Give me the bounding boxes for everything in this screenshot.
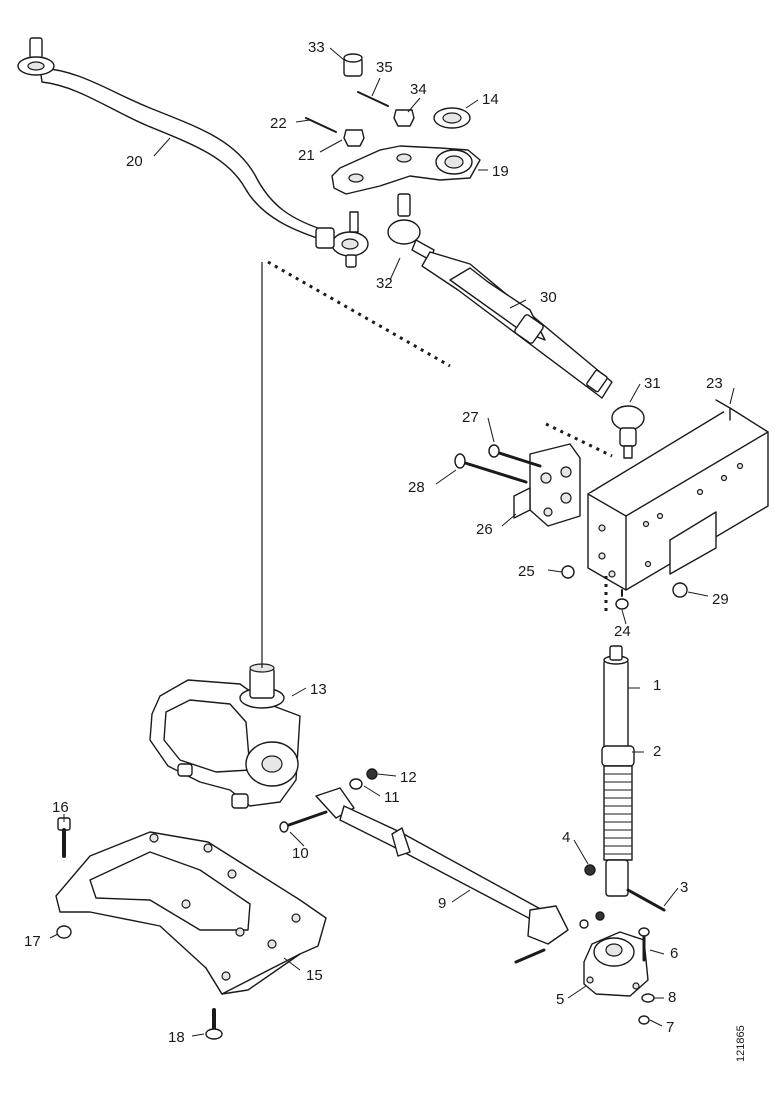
bolt-24 [615, 589, 629, 610]
castle-nut-34 [393, 109, 415, 127]
washer-17 [56, 925, 72, 939]
steering-arm-19 [331, 145, 481, 195]
callout-3: 3 [680, 879, 688, 896]
steering-column-1 [603, 645, 629, 751]
ball-joint-32 [387, 193, 435, 261]
steering-cylinder-30 [421, 251, 613, 399]
callout-20: 20 [126, 153, 143, 170]
bolt-28 [454, 453, 528, 484]
dashed-guide-drag-link [267, 260, 451, 368]
bolt-10 [279, 810, 328, 833]
steering-gear-13 [149, 663, 301, 809]
cotter-pin-35 [357, 91, 389, 107]
gear-support-15 [55, 831, 327, 995]
washer-11 [349, 778, 363, 790]
callout-14: 14 [482, 91, 499, 108]
callout-10: 10 [292, 845, 309, 862]
callout-28: 28 [408, 479, 425, 496]
leader-lines [49, 47, 735, 1037]
callout-12: 12 [400, 769, 417, 786]
callout-17: 17 [24, 933, 41, 950]
callout-7: 7 [666, 1019, 674, 1036]
callout-24: 24 [614, 623, 631, 640]
callout-21: 21 [298, 147, 315, 164]
callout-29: 29 [712, 591, 729, 608]
washer-8 [641, 993, 655, 1003]
callout-4: 4 [562, 829, 570, 846]
callout-1: 1 [653, 677, 661, 694]
callout-34: 34 [410, 81, 427, 98]
cap-33 [343, 53, 363, 77]
bolt-18 [205, 1008, 223, 1040]
callout-2: 2 [653, 743, 661, 760]
intermediate-shaft-9 [315, 787, 569, 945]
nut-25 [561, 565, 575, 579]
callout-18: 18 [168, 1029, 185, 1046]
callout-34-35-top: 35 [376, 59, 393, 76]
callout-8: 8 [668, 989, 676, 1006]
callout-32: 32 [376, 275, 393, 292]
callout-27: 27 [462, 409, 479, 426]
castle-nut-21 [343, 129, 365, 147]
bolt-16 [57, 817, 71, 858]
callout-15: 15 [306, 967, 323, 984]
callout-13: 13 [310, 681, 327, 698]
drag-link-20 [17, 37, 369, 268]
callout-25: 25 [518, 563, 535, 580]
seal-ring-14 [433, 107, 471, 129]
bolt-27 [488, 444, 542, 468]
small-nut-near-gearbox [514, 911, 605, 964]
nut-7 [638, 1015, 650, 1025]
callout-16: 16 [52, 799, 69, 816]
nut-12 [366, 768, 378, 780]
bolt-6 [638, 927, 650, 962]
universal-joint-4 [584, 859, 629, 897]
callout-6: 6 [670, 945, 678, 962]
callout-30: 30 [540, 289, 557, 306]
callout-23: 23 [706, 375, 723, 392]
callout-31: 31 [644, 375, 661, 392]
ball-joint-31 [611, 405, 645, 459]
callout-11: 11 [384, 789, 400, 806]
callout-19: 19 [492, 163, 509, 180]
nut-29 [672, 582, 688, 598]
bolt-3 [626, 888, 666, 912]
callout-33: 33 [308, 39, 325, 56]
mounting-bracket-26 [513, 443, 581, 527]
callout-5: 5 [556, 991, 564, 1008]
frame-bracket-23 [587, 399, 769, 591]
callout-26: 26 [476, 521, 493, 538]
callout-9: 9 [438, 895, 446, 912]
callout-22: 22 [270, 115, 287, 132]
image-reference-code: 121865 [735, 1025, 747, 1062]
bellows-2 [601, 745, 635, 861]
cotter-pin-22 [305, 117, 337, 133]
angle-gearbox-5 [583, 931, 649, 997]
